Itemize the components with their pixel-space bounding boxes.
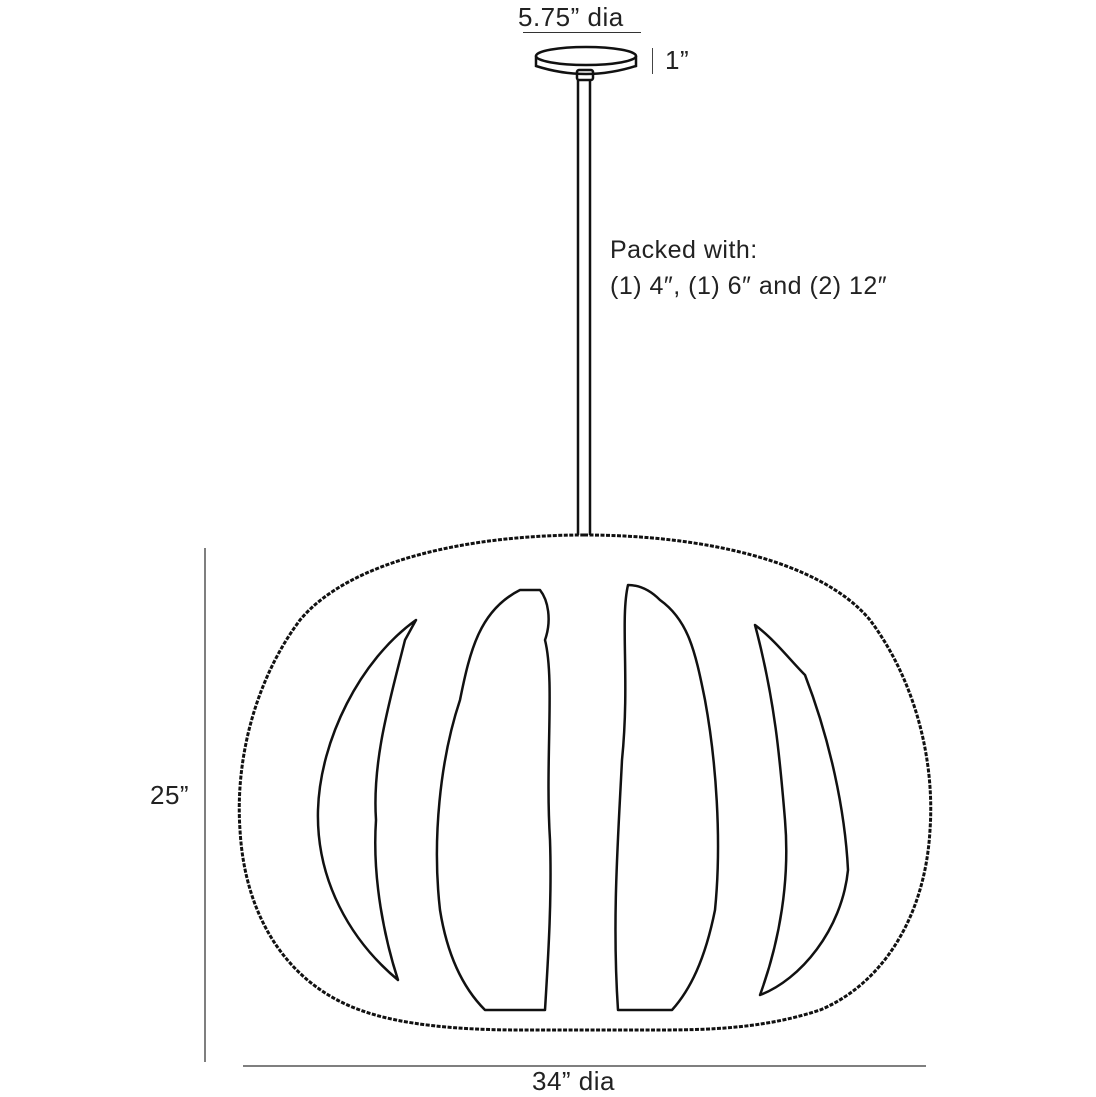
canopy-diameter-label: 5.75” dia xyxy=(518,2,624,32)
canopy xyxy=(534,45,638,82)
canopy-height-line xyxy=(652,48,653,74)
shade-height-label: 25” xyxy=(150,780,190,810)
shade-width-label: 34” dia xyxy=(532,1066,615,1096)
canopy-diameter-line xyxy=(523,32,641,33)
canopy-height-label: 1” xyxy=(665,45,690,75)
downrod xyxy=(576,80,592,535)
downrod-note-line1: Packed with: xyxy=(610,236,758,264)
downrod-note-line2: (1) 4″, (1) 6″ and (2) 12″ xyxy=(610,272,888,300)
shade-slits xyxy=(316,583,850,1012)
shade-outline xyxy=(237,533,933,1032)
downrod-note: Packed with: (1) 4″, (1) 6″ and (2) 12″ xyxy=(610,232,887,304)
dimension-lines xyxy=(204,548,926,1067)
